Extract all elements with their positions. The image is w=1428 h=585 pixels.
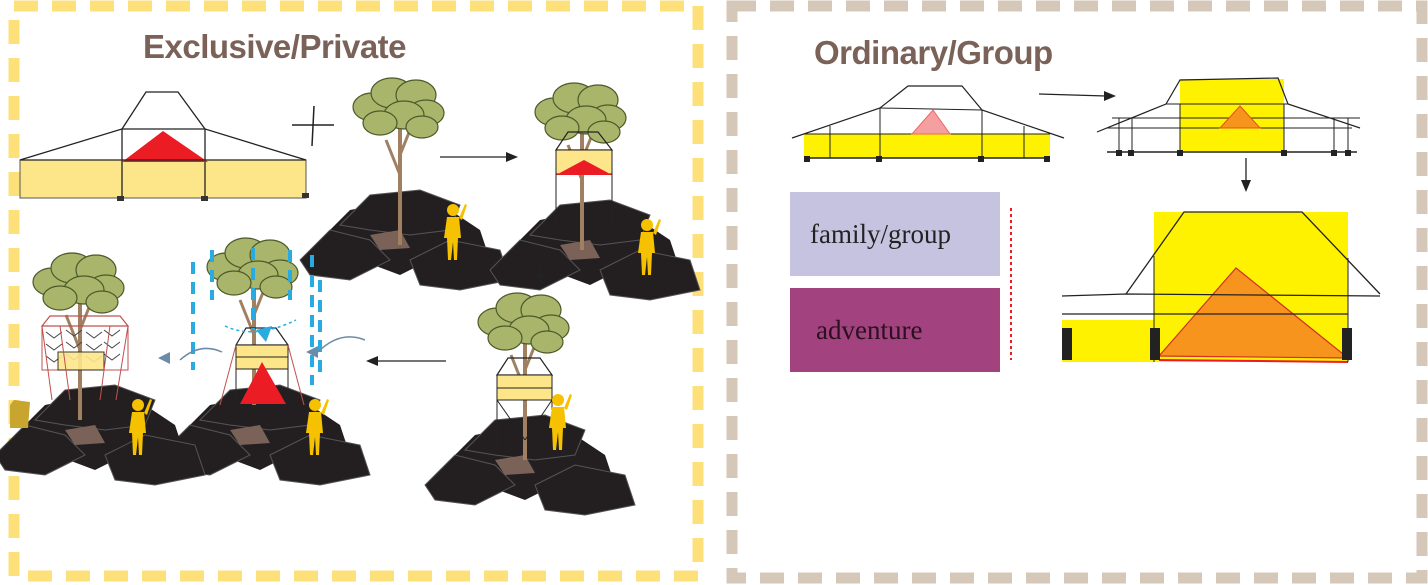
ordinary-group-panel: Ordinary/Group family/group adventure: [712, 0, 1428, 585]
exclusive-private-panel: Exclusive/Private: [0, 0, 712, 585]
arrow-right-icon: [440, 152, 518, 162]
tree-pavilion-rain-step-4: [158, 236, 371, 486]
legend-adventure: adventure: [790, 288, 1000, 372]
pavilion-elevation: [19, 91, 309, 201]
exclusive-private-illustration: [0, 0, 704, 582]
panel-border: [726, 0, 1428, 584]
arrow-down-icon: [1241, 158, 1251, 192]
group-pavilion-elevation: [791, 85, 1065, 162]
plus-icon: [292, 105, 334, 147]
tree-with-structure-step-3: [424, 291, 636, 516]
legend-label: family/group: [810, 218, 951, 249]
group-pavilion-highlight: [1096, 77, 1361, 156]
panel-title: Exclusive/Private: [143, 28, 407, 65]
arrow-right-icon: [1038, 91, 1116, 101]
tree-with-pavilion-step-2: [489, 81, 701, 301]
group-pavilion-enlarged: [1061, 211, 1381, 363]
panel-border: [8, 0, 704, 582]
legend-family-group: family/group: [790, 192, 1000, 276]
arrow-down-icon: [535, 262, 545, 284]
tree-on-rocks-step-1: [299, 76, 511, 291]
ordinary-group-illustration: [726, 0, 1428, 584]
panel-title: Ordinary/Group: [814, 34, 1053, 71]
legend-label: adventure: [816, 314, 923, 345]
tree-enclosed-pavilion-step-5: [0, 251, 206, 486]
arrow-left-icon: [366, 356, 446, 366]
